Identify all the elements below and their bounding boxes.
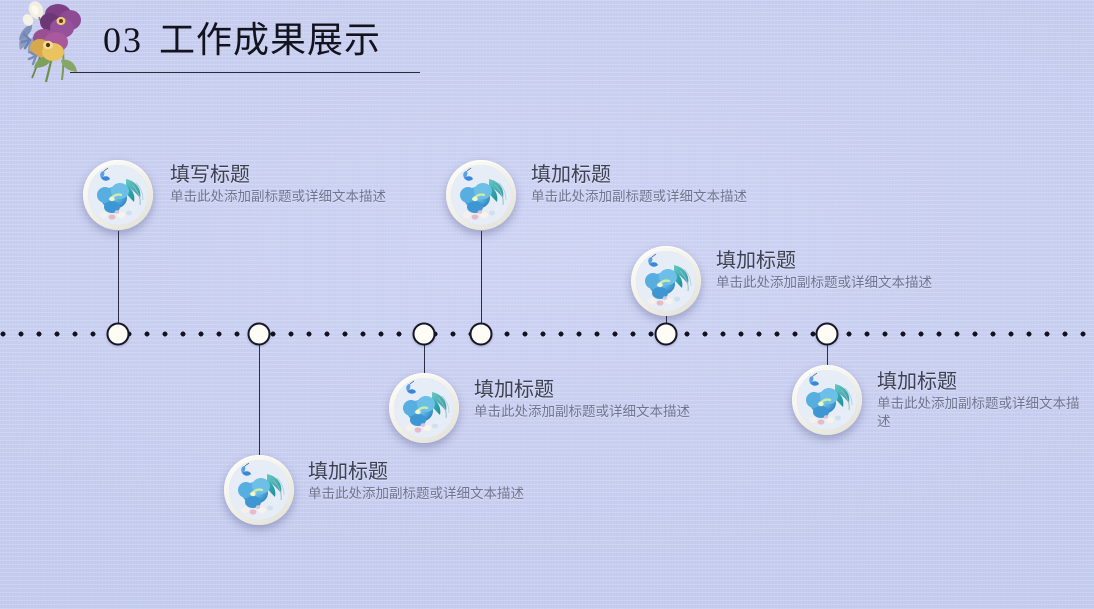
timeline-node-1[interactable] xyxy=(106,322,130,346)
timeline-item-5-desc: 单击此处添加副标题或详细文本描述 xyxy=(716,275,932,290)
timeline-item-3-text: 填加标题 单击此处添加副标题或详细文本描述 xyxy=(474,378,726,421)
timeline-item-5-text: 填加标题 单击此处添加副标题或详细文本描述 xyxy=(716,249,1056,292)
timeline-dotted-line xyxy=(0,331,1094,337)
timeline-node-4[interactable] xyxy=(469,322,493,346)
timeline-item-1-desc: 单击此处添加副标题或详细文本描述 xyxy=(170,189,386,204)
timeline-item-6-desc: 单击此处添加副标题或详细文本描述 xyxy=(877,396,1080,429)
timeline-node-3[interactable] xyxy=(412,322,436,346)
blue-morning-glory-medallion-icon-6 xyxy=(792,365,862,435)
timeline-node-2[interactable] xyxy=(247,322,271,346)
timeline-item-3-desc: 单击此处添加副标题或详细文本描述 xyxy=(474,404,690,419)
blue-morning-glory-medallion-icon-3 xyxy=(389,373,459,443)
timeline-node-6[interactable] xyxy=(815,322,839,346)
slide-header: 03 工作成果展示 xyxy=(0,0,460,95)
page-title: 03 工作成果展示 xyxy=(103,18,381,62)
timeline-item-3-title: 填加标题 xyxy=(474,379,554,401)
timeline-item-5-title: 填加标题 xyxy=(716,250,796,272)
timeline-item-2-text: 填加标题 单击此处添加副标题或详细文本描述 xyxy=(308,460,638,503)
timeline-item-4-text: 填加标题 单击此处添加副标题或详细文本描述 xyxy=(531,163,861,206)
timeline-item-4-desc: 单击此处添加副标题或详细文本描述 xyxy=(531,189,747,204)
blue-morning-glory-medallion-icon-4 xyxy=(446,160,516,230)
connector-4 xyxy=(481,231,482,323)
flower-bouquet-icon xyxy=(6,0,102,88)
blue-morning-glory-medallion-icon-1 xyxy=(83,160,153,230)
timeline-item-6-text: 填加标题 单击此处添加副标题或详细文本描述 xyxy=(877,370,1089,430)
timeline-item-6-title: 填加标题 xyxy=(877,371,957,393)
connector-5 xyxy=(666,316,667,324)
connector-1 xyxy=(118,231,119,323)
connector-2 xyxy=(259,345,260,455)
blue-morning-glory-medallion-icon-2 xyxy=(224,455,294,525)
timeline-node-5[interactable] xyxy=(654,322,678,346)
timeline-item-1-title: 填写标题 xyxy=(170,164,250,186)
connector-3 xyxy=(424,345,425,375)
connector-6 xyxy=(827,345,828,367)
timeline-item-2-title: 填加标题 xyxy=(308,461,388,483)
page-title-number: 03 xyxy=(103,20,143,60)
timeline-item-1-text: 填写标题 单击此处添加副标题或详细文本描述 xyxy=(170,163,400,206)
blue-morning-glory-medallion-icon-5 xyxy=(631,246,701,316)
timeline-item-4-title: 填加标题 xyxy=(531,164,611,186)
title-divider xyxy=(70,72,420,73)
page-title-text: 工作成果展示 xyxy=(159,20,382,60)
timeline-item-2-desc: 单击此处添加副标题或详细文本描述 xyxy=(308,486,524,501)
